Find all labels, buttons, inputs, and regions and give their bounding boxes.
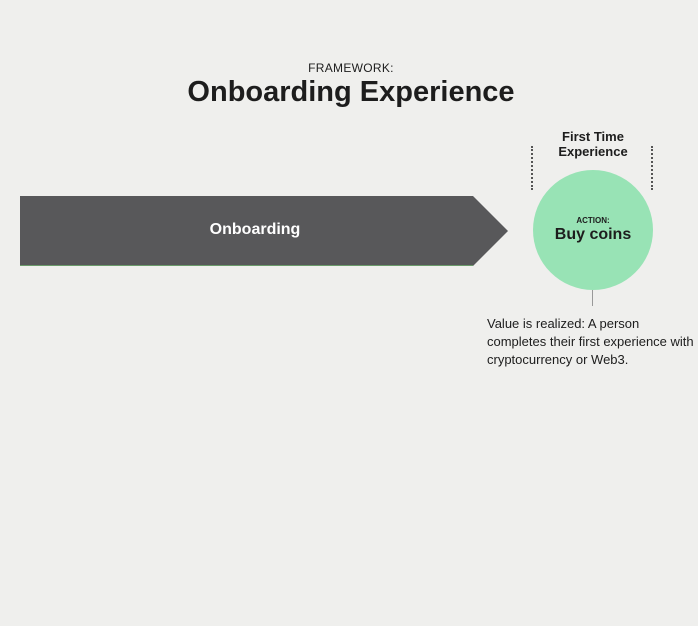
value-description: Value is realized: A person completes th… [487, 316, 694, 367]
action-text: Buy coins [554, 226, 632, 243]
onboarding-label: Onboarding [209, 221, 301, 238]
eyebrow-label: FRAMEWORK: [308, 61, 394, 75]
page-title: Onboarding Experience [187, 76, 515, 108]
bracket-right [651, 146, 653, 190]
action-label: ACTION: [576, 216, 610, 225]
onboarding-arrow [20, 196, 508, 266]
action-circle [533, 170, 653, 290]
bracket-left [531, 146, 533, 190]
connector-line [592, 290, 593, 306]
stage-label: First Time Experience [558, 129, 628, 159]
